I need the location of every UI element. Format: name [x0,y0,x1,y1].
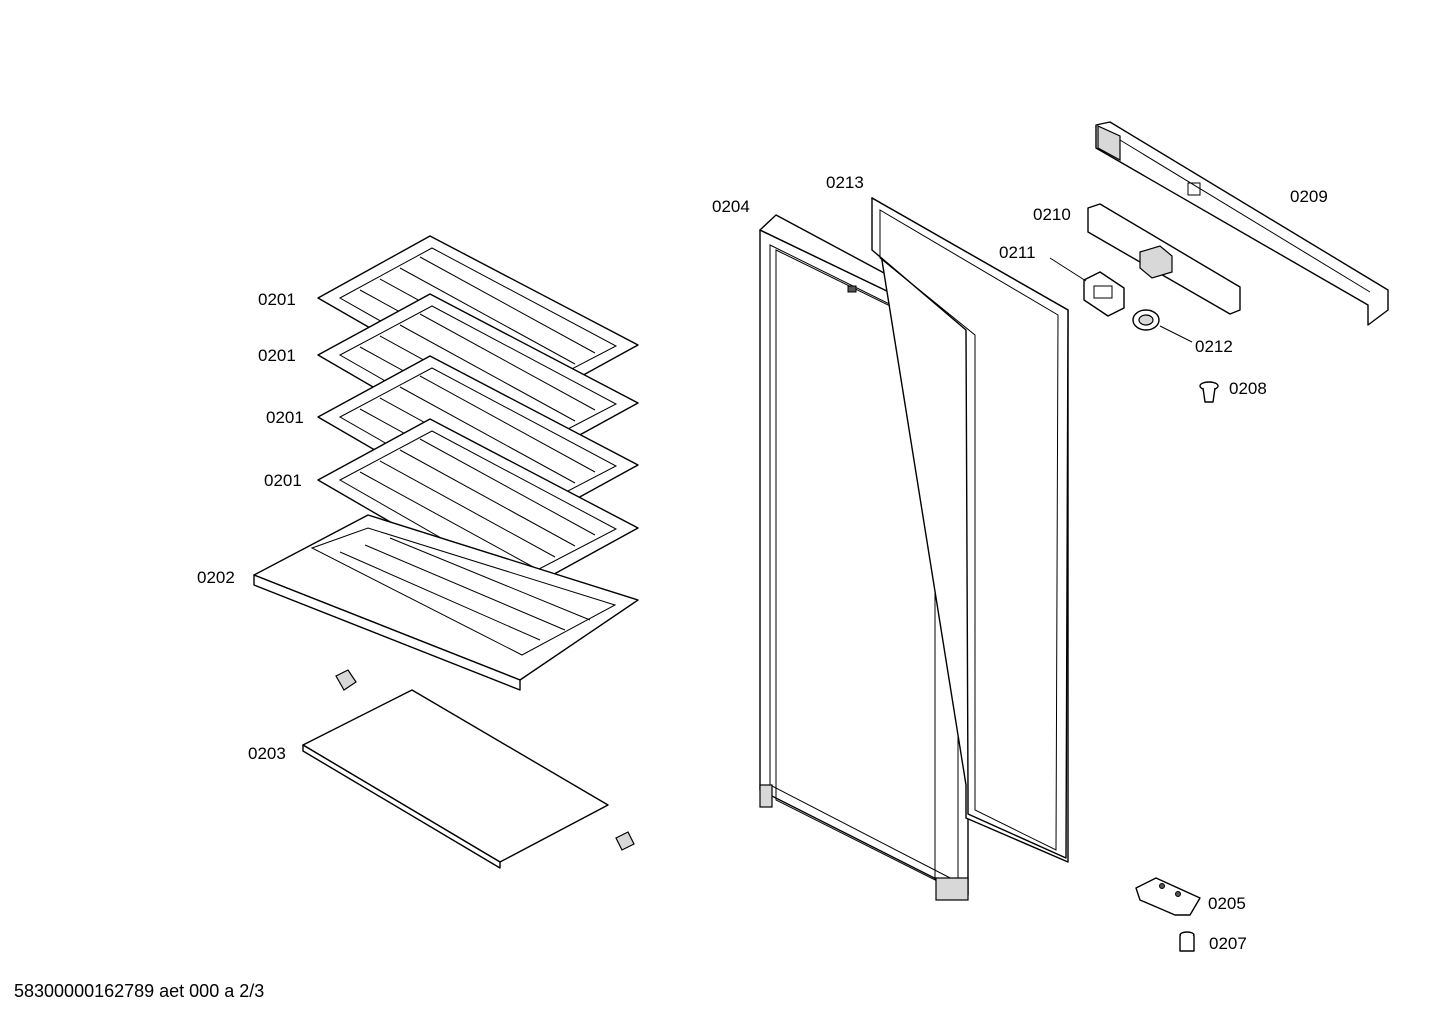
label-0201-4: 0201 [264,471,302,490]
label-0211: 0211 [999,243,1036,262]
mounting-rail-0209 [1095,121,1389,326]
knob-0212 [1132,309,1160,331]
label-0210: 0210 [1033,205,1071,224]
label-0202: 0202 [197,568,235,587]
cap-0208 [1199,381,1219,403]
label-0205: 0205 [1208,894,1246,913]
label-0213: 0213 [826,173,864,192]
gasket-0213 [871,197,1069,863]
leader-lines [1049,257,1193,343]
control-board-0210 [1087,203,1241,315]
label-0207: 0207 [1209,934,1247,953]
label-0209: 0209 [1290,187,1328,206]
document-footer-id: 58300000162789 aet 000 a 2/3 [14,981,265,1001]
glass-plate-0203 [302,689,609,869]
hinge-0205 [1135,877,1201,916]
label-0201-2: 0201 [258,346,296,365]
clip-right [615,831,635,851]
tray-0202 [253,514,639,691]
display-0211 [1083,271,1125,317]
label-0203: 0203 [248,744,286,763]
label-0212: 0212 [1195,337,1233,356]
label-0201-3: 0201 [266,408,304,427]
label-0204: 0204 [712,197,750,216]
bushing-0207 [1179,931,1195,952]
clip-left [335,669,357,691]
label-0208: 0208 [1229,379,1267,398]
label-0201-1: 0201 [258,290,296,309]
